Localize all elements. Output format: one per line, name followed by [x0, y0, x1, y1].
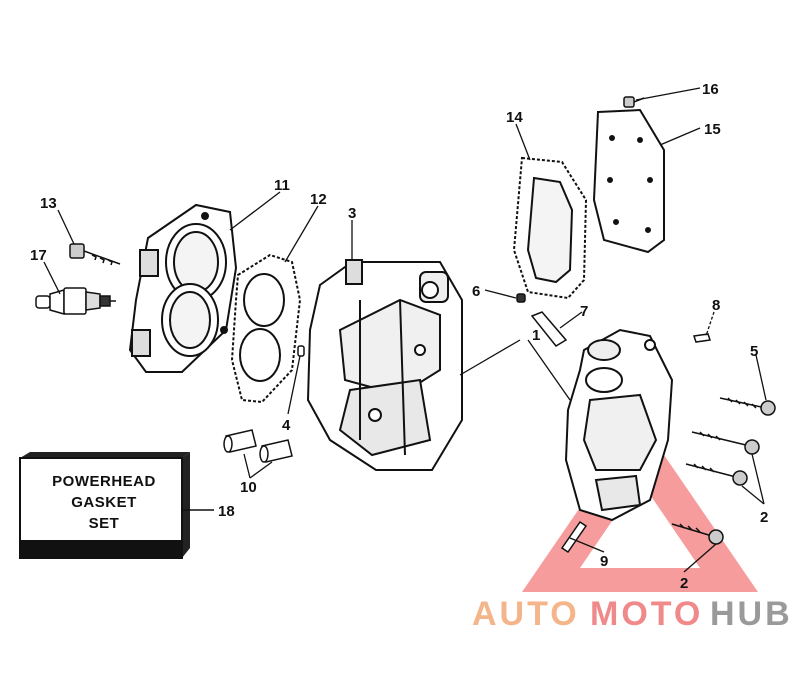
bolt-2-lower — [671, 523, 724, 545]
gasket-set-line-1: POWERHEAD — [52, 473, 156, 490]
callout-10: 10 — [240, 479, 257, 496]
bolt-2-middle — [685, 463, 748, 486]
callout-14: 14 — [506, 109, 523, 126]
callout-17: 17 — [30, 247, 47, 264]
spark-plug — [35, 287, 116, 315]
dowel-pin-4 — [297, 345, 305, 357]
watermark-moto: MOTO — [590, 595, 703, 633]
callout-numbers: 1 2 2 3 4 5 6 7 8 9 10 11 12 13 14 15 16… — [30, 81, 768, 592]
callout-3: 3 — [348, 205, 356, 222]
callout-2-upper: 2 — [760, 509, 768, 526]
watermark-hub: HUB — [710, 595, 793, 633]
pin-9 — [560, 520, 588, 554]
plug-6 — [516, 293, 526, 303]
callout-15: 15 — [704, 121, 721, 138]
watermark-auto: AUTO — [472, 595, 580, 633]
gasket-set-line-3: SET — [89, 515, 120, 532]
callout-5: 5 — [750, 343, 758, 360]
dowel-pins-10 — [223, 429, 293, 463]
callout-7: 7 — [580, 303, 588, 320]
cylinder-head-cover — [128, 203, 238, 373]
powerhead-gasket-set-box: POWERHEAD GASKET SET — [19, 452, 214, 559]
callout-16: 16 — [702, 81, 719, 98]
callout-2-lower: 2 — [680, 575, 688, 592]
bolt-2-upper — [691, 431, 760, 455]
pin-8 — [693, 333, 711, 343]
callout-6: 6 — [472, 283, 480, 300]
callout-1: 1 — [532, 327, 540, 344]
pin-7 — [530, 311, 568, 347]
bolt-5 — [719, 397, 776, 416]
callout-18: 18 — [218, 503, 235, 520]
head-gasket — [230, 253, 302, 404]
callout-12: 12 — [310, 191, 327, 208]
head-bolt-13 — [69, 243, 121, 266]
exhaust-cover-gasket — [512, 156, 588, 300]
callout-11: 11 — [274, 177, 290, 194]
cylinder-block — [306, 259, 463, 471]
exhaust-cover — [592, 108, 665, 254]
callout-8: 8 — [712, 297, 720, 314]
leader-lines — [43, 87, 767, 573]
callout-9: 9 — [600, 553, 608, 570]
callout-4: 4 — [282, 417, 291, 434]
crankcase-housing — [564, 328, 674, 522]
watermark-triangle — [522, 420, 758, 592]
callout-13: 13 — [40, 195, 57, 212]
automotohub-watermark: AUTO MOTO HUB — [472, 595, 793, 633]
gasket-set-line-2: GASKET — [71, 494, 137, 511]
